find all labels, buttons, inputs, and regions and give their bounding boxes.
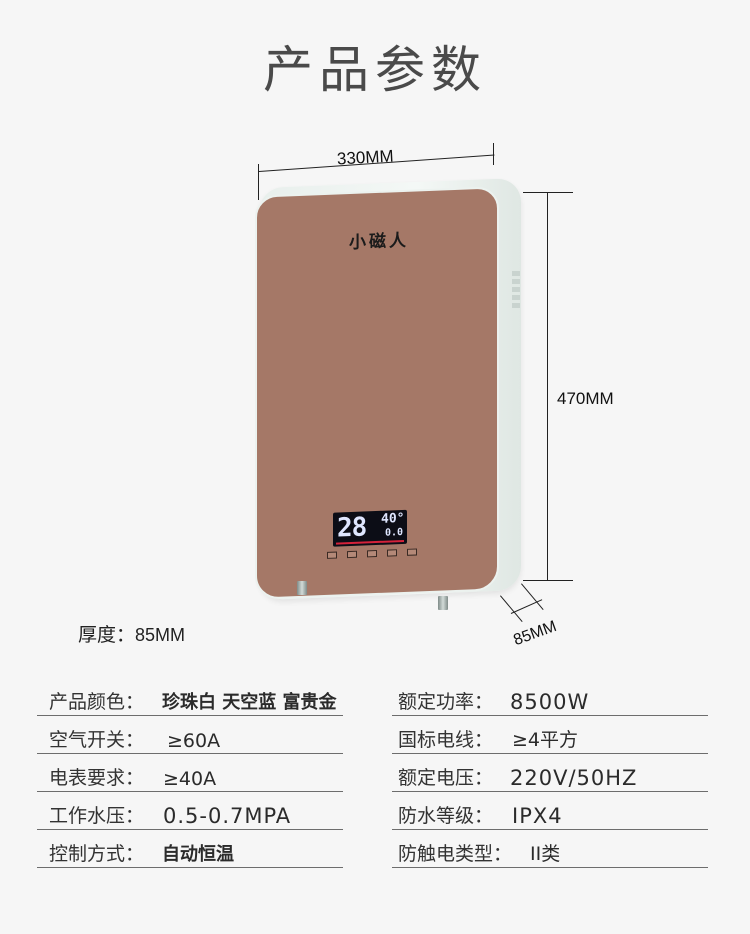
spec-list-right: 额定功率： 8500W 国标电线： ≥4平方 额定电压： 220V/50HZ 防…: [392, 678, 708, 868]
spec-value: II类: [530, 843, 561, 865]
brand-logo: 小磁人: [349, 230, 409, 254]
spec-value: 自动恒温: [162, 844, 234, 865]
control-buttons: [327, 548, 417, 561]
spec-row: 国标电线： ≥4平方: [392, 716, 708, 754]
spec-value: 0.5-0.7MPA: [163, 804, 292, 828]
spec-list-left: 产品颜色： 珍珠白 天空蓝 富贵金 空气开关： ≥60A 电表要求： ≥40A …: [37, 678, 343, 868]
inlet-pipe: [297, 581, 307, 595]
spec-label: 工作水压：: [49, 805, 145, 827]
spec-value: 220V/50HZ: [510, 766, 638, 790]
spec-row: 工作水压： 0.5-0.7MPA: [37, 792, 343, 830]
spec-value: IPX4: [512, 804, 563, 828]
spec-row: 额定功率： 8500W: [392, 678, 708, 716]
height-tick-top: [523, 192, 573, 193]
water-heater-image: 小磁人 28 40° 0.0: [255, 177, 521, 610]
heater-front-panel: 小磁人 28 40° 0.0: [255, 186, 499, 600]
spec-row: 防触电类型： II类: [392, 830, 708, 868]
control-button-4: [387, 549, 397, 557]
control-button-5: [407, 548, 417, 556]
spec-value: 珍珠白 天空蓝 富贵金: [162, 692, 337, 713]
width-label: 330MM: [336, 146, 395, 169]
depth-label: 85MM: [511, 617, 559, 650]
spec-row: 额定电压： 220V/50HZ: [392, 754, 708, 792]
spec-row: 空气开关： ≥60A: [37, 716, 343, 754]
height-dimension-line: [547, 192, 548, 580]
width-tick-left: [258, 164, 259, 200]
display-set-temp: 40°: [381, 510, 405, 527]
spec-row: 电表要求： ≥40A: [37, 754, 343, 792]
spec-value: ≥4平方: [512, 729, 579, 751]
spec-label: 额定功率：: [398, 691, 494, 713]
spec-label: 防水等级：: [398, 805, 494, 827]
spec-label: 防触电类型：: [398, 843, 513, 865]
display-flow: 0.0: [385, 526, 404, 539]
outlet-pipe: [438, 596, 448, 610]
thickness-value: 85MM: [135, 625, 186, 645]
spec-row: 防水等级： IPX4: [392, 792, 708, 830]
height-tick-bottom: [523, 580, 573, 581]
spec-value: ≥40A: [163, 768, 217, 790]
spec-label: 控制方式：: [49, 843, 145, 865]
lcd-display: 28 40° 0.0: [333, 509, 407, 547]
spec-row: 产品颜色： 珍珠白 天空蓝 富贵金: [37, 678, 343, 716]
display-main-temp: 28: [337, 512, 367, 544]
width-tick-right: [493, 143, 494, 165]
spec-value: 8500W: [510, 690, 590, 714]
control-button-3: [367, 550, 377, 558]
spec-label: 空气开关：: [49, 729, 145, 751]
spec-value: ≥60A: [167, 730, 221, 752]
thickness-label: 厚度：: [78, 624, 136, 646]
spec-label: 产品颜色：: [49, 691, 145, 713]
control-button-1: [327, 551, 337, 559]
spec-label: 国标电线：: [398, 729, 494, 751]
thickness-note: 厚度：85MM: [78, 620, 185, 647]
page-title: 产品参数: [263, 41, 487, 99]
spec-label: 电表要求：: [49, 767, 145, 789]
control-button-2: [347, 550, 357, 559]
spec-label: 额定电压：: [398, 767, 494, 789]
vent-slots: [512, 271, 520, 319]
height-label: 470MM: [557, 389, 614, 408]
spec-row: 控制方式： 自动恒温: [37, 830, 343, 868]
